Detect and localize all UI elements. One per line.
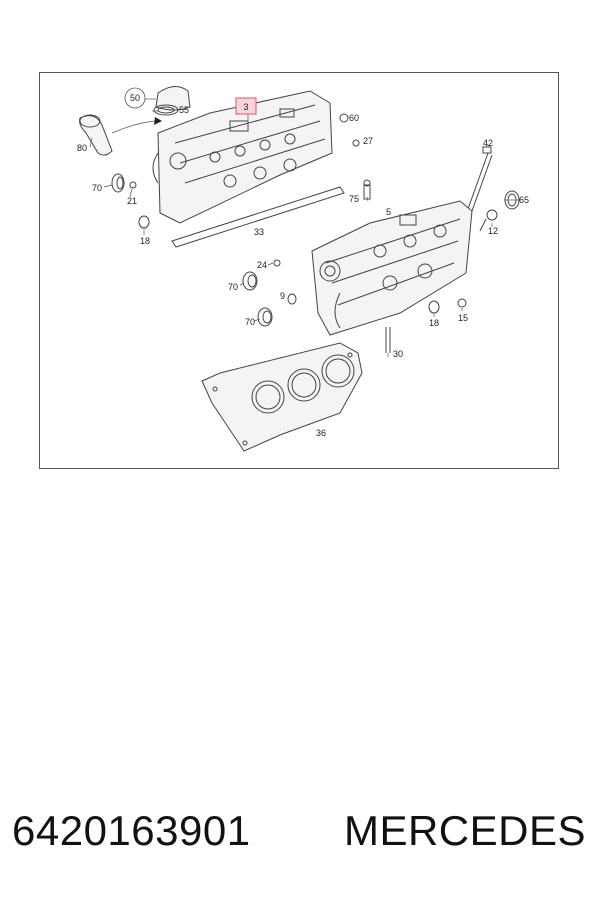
leader-lines <box>89 98 519 357</box>
head-bolt-42 <box>467 146 493 212</box>
part-caption: 6420163901 MERCEDES <box>0 796 600 866</box>
breather-elbow <box>79 114 113 156</box>
cap-seal-ring <box>153 104 179 116</box>
plug-9 <box>287 293 297 305</box>
plug-24 <box>273 259 281 267</box>
callout-30: 30 <box>393 349 403 359</box>
callout-18-upper: 18 <box>140 236 150 246</box>
callout-5: 5 <box>386 207 391 217</box>
callout-9: 9 <box>280 291 285 301</box>
callout-15: 15 <box>458 313 468 323</box>
callout-33: 33 <box>254 227 264 237</box>
callout-80: 80 <box>77 143 87 153</box>
highlighted-part-box <box>235 97 257 115</box>
callout-60: 60 <box>349 113 359 123</box>
seal-ring-70-lower <box>257 307 273 327</box>
arrow-head <box>154 117 162 125</box>
stud-30 <box>385 327 391 353</box>
callout-27: 27 <box>363 136 373 146</box>
oil-filler-cap <box>155 86 191 111</box>
brand-name: MERCEDES <box>343 807 586 854</box>
plug-21 <box>129 181 137 189</box>
callout-65: 65 <box>519 195 529 205</box>
callout-42: 42 <box>483 138 493 148</box>
temperature-sensor-75 <box>363 179 371 200</box>
callout-12: 12 <box>488 226 498 236</box>
callout-3: 3 <box>243 102 248 112</box>
cylinder-head-gasket <box>201 342 363 452</box>
plug-27 <box>352 139 360 147</box>
callout-55: 55 <box>179 105 189 115</box>
part-number: 6420163901 <box>12 807 251 854</box>
plug-60 <box>339 113 349 123</box>
seal-ring-70-middle <box>242 271 258 291</box>
callout-75: 75 <box>349 194 359 204</box>
seal-ring-upper-left <box>111 173 125 193</box>
rear-head-gasket-strip <box>171 186 345 248</box>
front-cylinder-head <box>311 200 473 336</box>
callout-36: 36 <box>316 428 326 438</box>
callout-18-lower: 18 <box>429 318 439 328</box>
plug-18-lower <box>428 300 440 314</box>
plug-15 <box>457 298 467 308</box>
callout-50: 50 <box>130 93 140 103</box>
elbow-arrow <box>111 120 156 134</box>
plug-18-upper <box>138 215 150 229</box>
callout-70-middle: 70 <box>228 282 238 292</box>
callout-24: 24 <box>257 260 267 270</box>
parts-diagram-frame: 50 55 3 60 27 80 70 21 18 33 42 75 5 65 … <box>39 72 559 469</box>
callout-70-upper: 70 <box>92 183 102 193</box>
callout-70-lower: 70 <box>245 317 255 327</box>
exploded-parts-diagram: 50 55 3 60 27 80 70 21 18 33 42 75 5 65 … <box>77 86 529 452</box>
bolt-12 <box>479 209 498 232</box>
callout-21: 21 <box>127 196 137 206</box>
callout-50-circle <box>124 87 146 109</box>
